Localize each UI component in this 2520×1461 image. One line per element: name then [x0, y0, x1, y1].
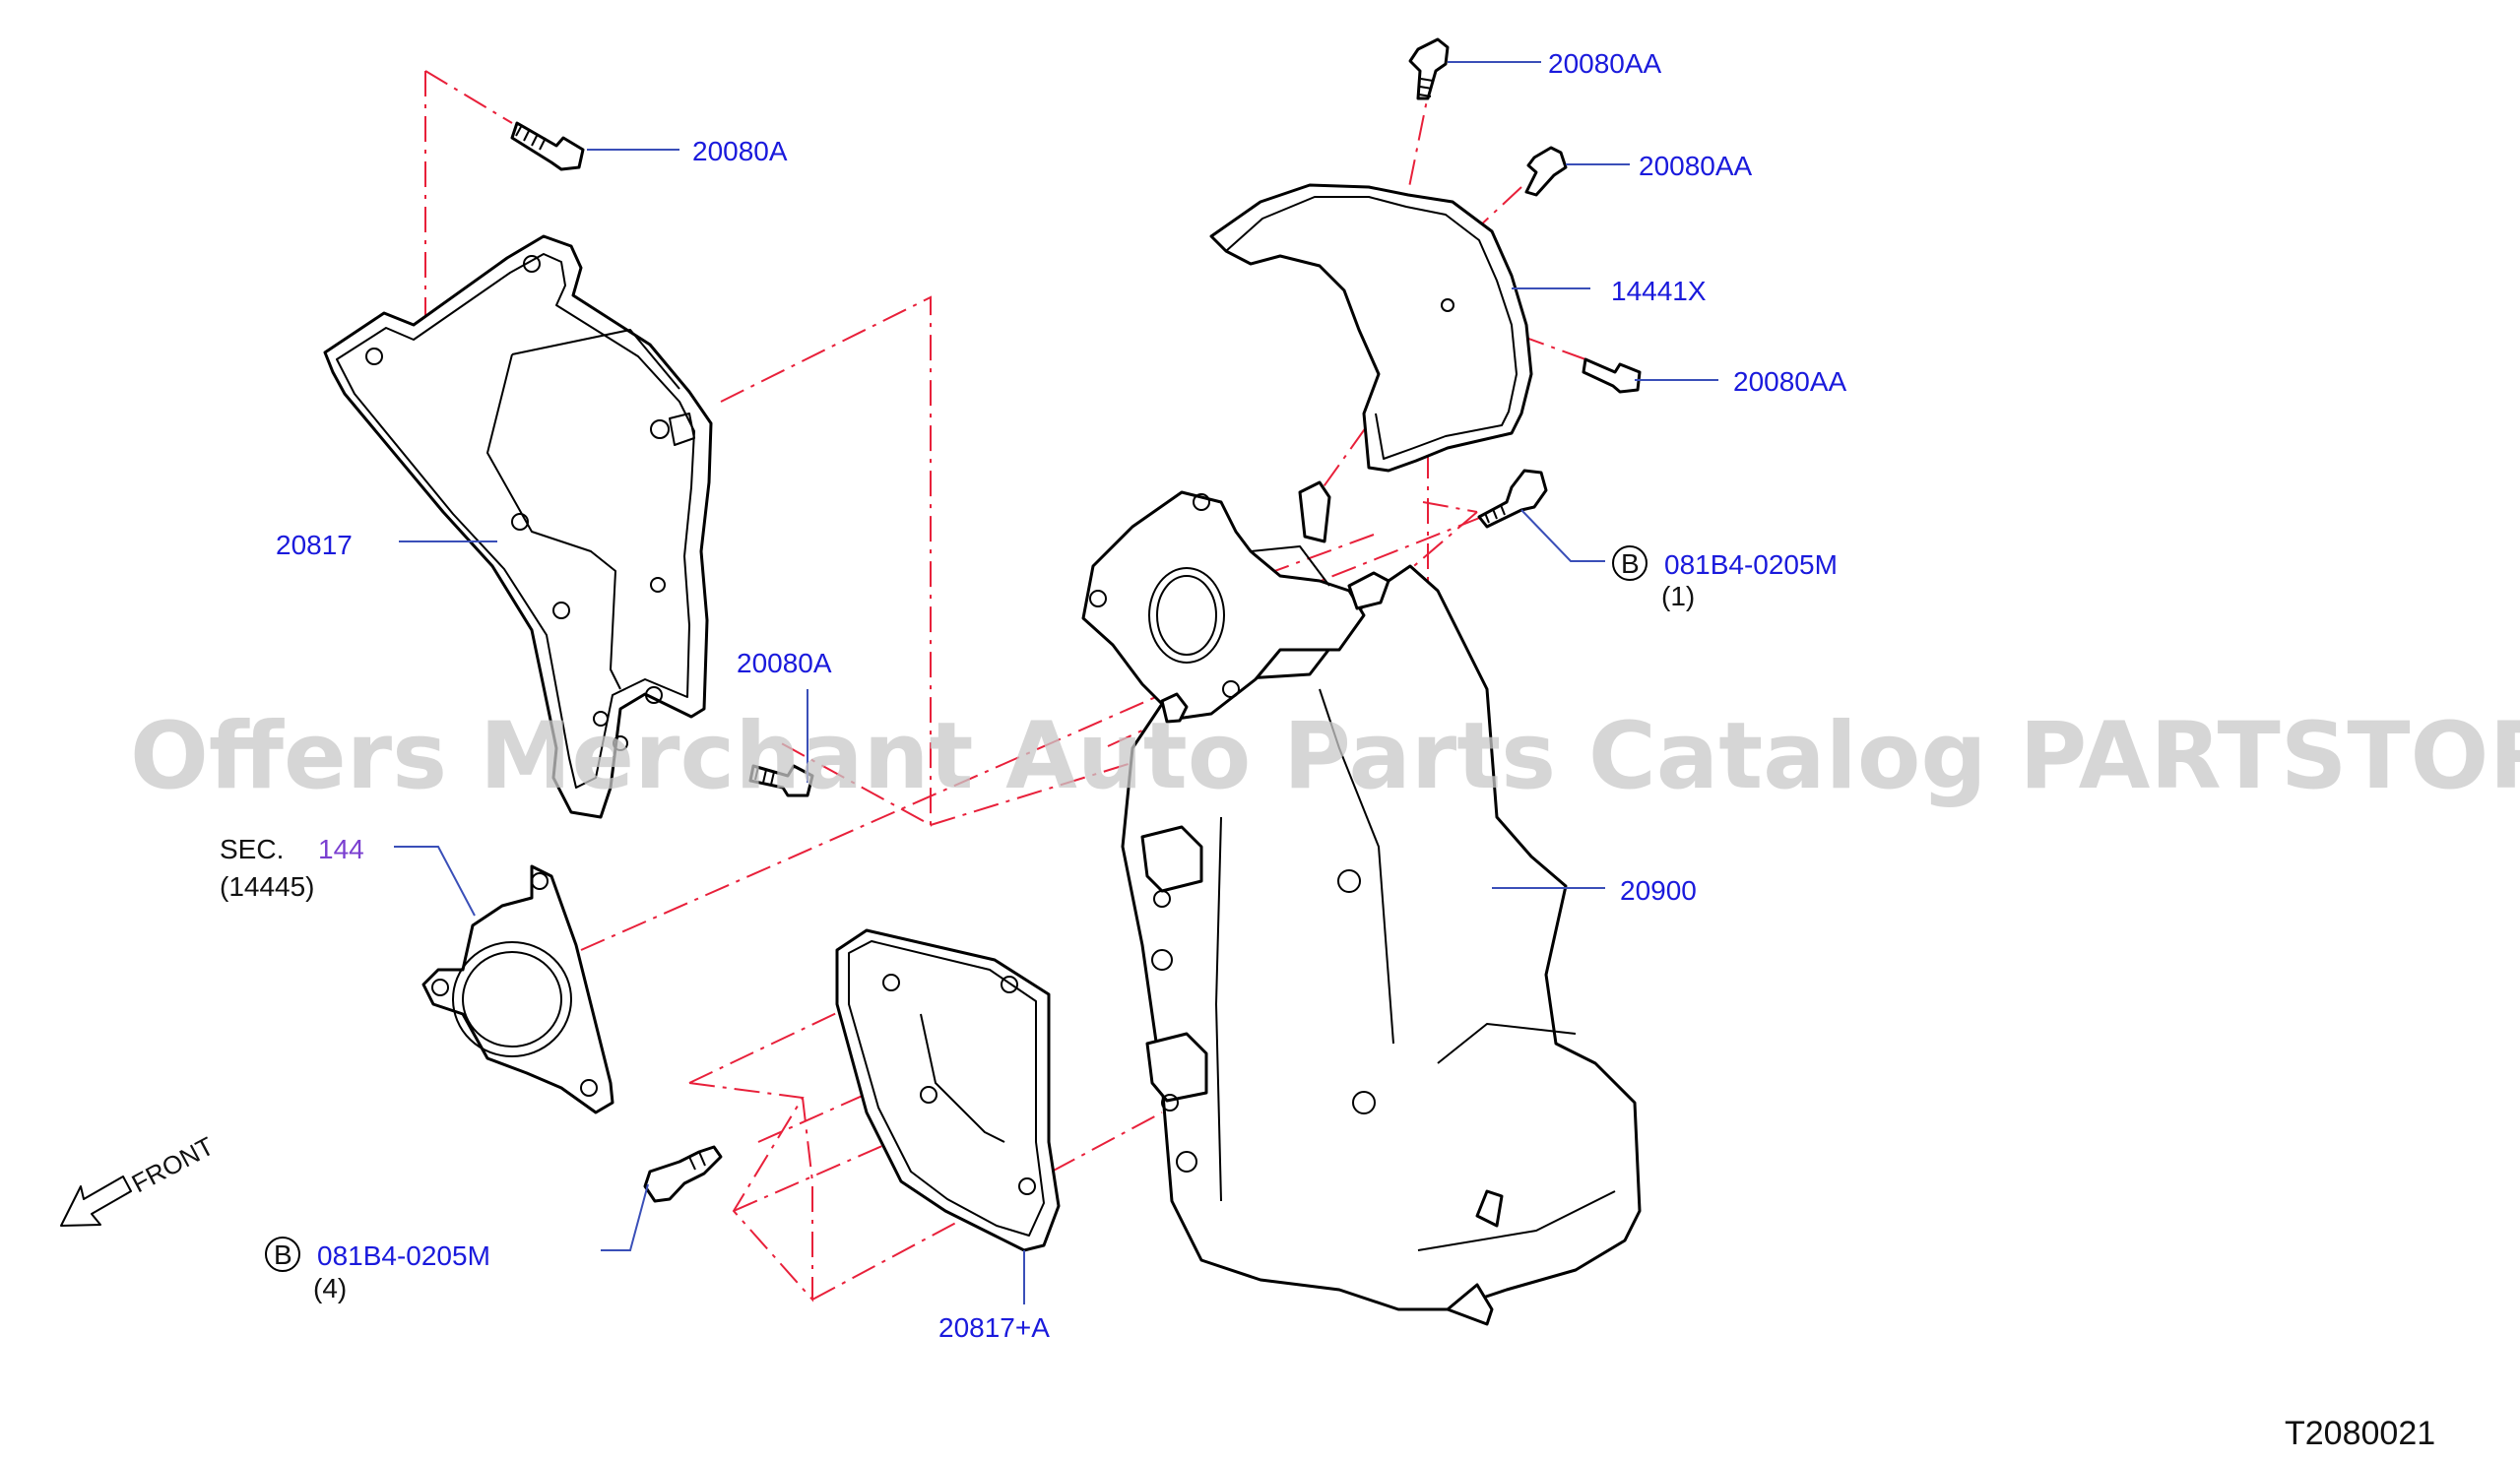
callout-b-upper-circle	[1612, 545, 1648, 581]
callout-bolt-b-lower: 081B4-0205M	[317, 1240, 490, 1271]
bolt-20080aa-low[interactable]	[1582, 357, 1642, 394]
callout-heat-shield: 14441X	[1611, 276, 1707, 306]
turbo-gasket-14445[interactable]	[421, 864, 614, 1114]
bolt-b-081b4-lower[interactable]	[643, 1145, 723, 1203]
exhaust-manifold-20900[interactable]	[1121, 564, 1642, 1326]
callout-b-lower-letter: B	[274, 1239, 292, 1270]
front-arrow-icon	[60, 1175, 132, 1227]
callout-bolt-20080aa-low: 20080AA	[1733, 366, 1847, 397]
bolt-b-081b4-upper[interactable]	[1477, 469, 1548, 529]
front-direction-indicator: FRONT	[60, 1131, 219, 1227]
callout-b-lower-circle	[265, 1237, 300, 1272]
callout-sec-number: 144	[318, 834, 364, 864]
callout-bolt-20080a-top: 20080A	[692, 136, 788, 166]
callout-bolt-b-upper: 081B4-0205M	[1664, 549, 1838, 580]
bolt-20080aa-top[interactable]	[1408, 37, 1450, 100]
callout-bolt-20080aa-mid: 20080AA	[1639, 151, 1753, 181]
callout-lower-cover: 20817+A	[938, 1312, 1050, 1343]
watermark-text: Offers Merchant Auto Parts Catalog PARTS…	[130, 703, 2520, 810]
turbo-outlet-flange[interactable]	[1081, 480, 1390, 724]
callout-sec-label: SEC.	[220, 834, 284, 864]
front-label: FRONT	[127, 1131, 219, 1199]
heat-shield-14441x[interactable]	[1209, 183, 1533, 473]
callout-manifold: 20900	[1620, 875, 1697, 906]
lower-cover-20817a[interactable]	[835, 928, 1061, 1252]
bolt-20080a-mid[interactable]	[748, 764, 814, 797]
callout-bolt-20080a-mid: 20080A	[737, 648, 832, 678]
callout-labels: 20080AA 20080AA 14441X 20080AA 20080A 20…	[220, 48, 1847, 1343]
callout-bolt-20080aa-top: 20080AA	[1548, 48, 1662, 79]
bracket-20817[interactable]	[323, 234, 713, 819]
figure-code: T2080021	[2285, 1415, 2435, 1452]
callout-sec-ref: (14445)	[220, 871, 315, 902]
callout-b-upper-letter: B	[1621, 548, 1640, 579]
bolt-20080a-top[interactable]	[510, 121, 585, 171]
callout-bracket: 20817	[276, 530, 353, 560]
callout-bolt-b-lower-qty: (4)	[313, 1273, 347, 1303]
bolt-20080aa-mid[interactable]	[1524, 146, 1568, 197]
leader-lines	[394, 61, 1718, 1304]
callout-bolt-b-upper-qty: (1)	[1661, 581, 1695, 611]
